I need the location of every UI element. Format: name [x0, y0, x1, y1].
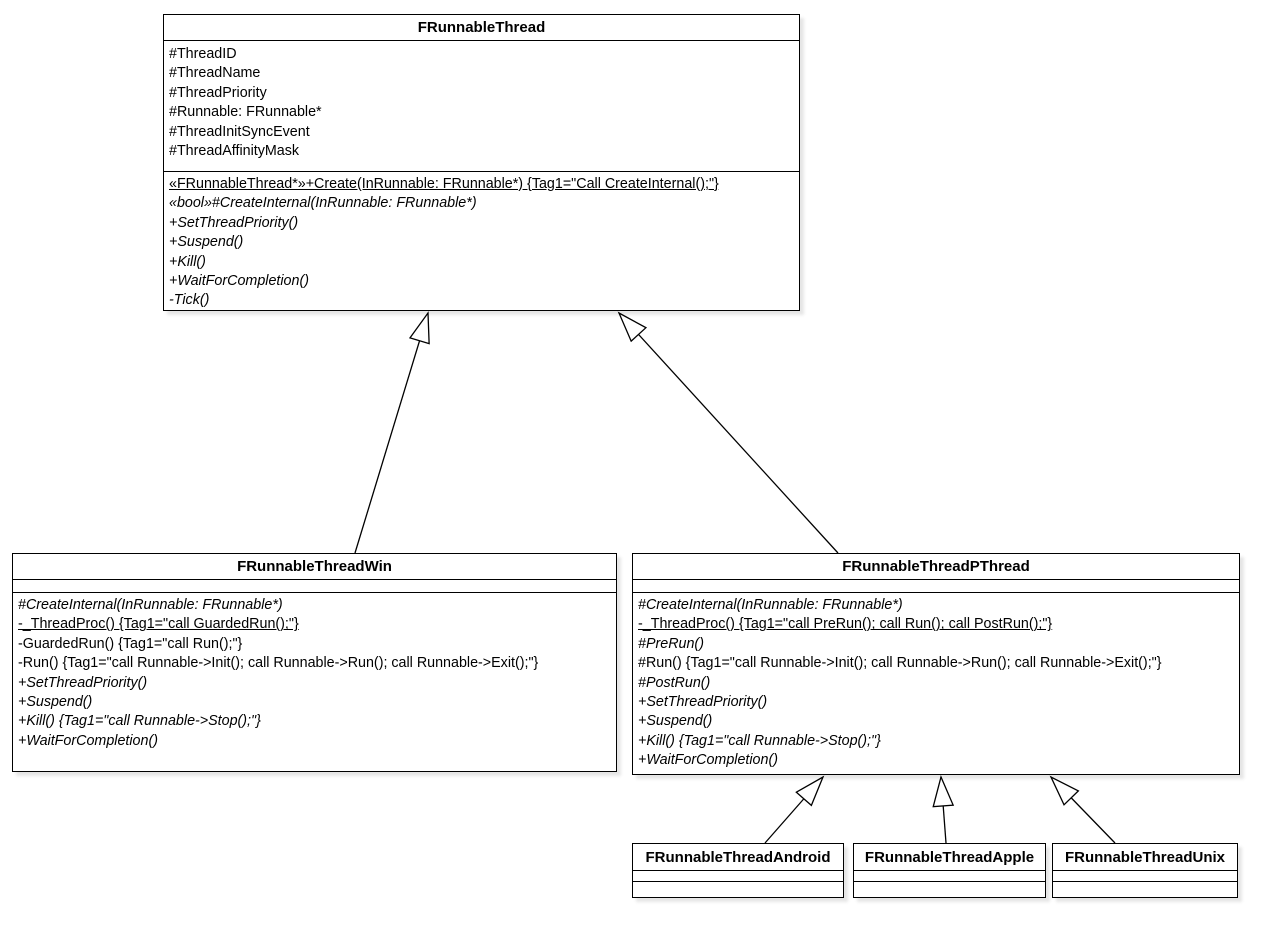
- uml-method-line: -_ThreadProc() {Tag1="call GuardedRun();…: [18, 616, 299, 633]
- class-attributes-section: [1053, 871, 1237, 882]
- uml-method-line: +Suspend(): [18, 694, 93, 711]
- class-attributes-section: [633, 580, 1239, 593]
- uml-method-line: +Kill() {Tag1="call Runnable->Stop();"}: [638, 732, 881, 749]
- uml-method-line: +Kill(): [169, 253, 206, 270]
- class-box-frunnablethread[interactable]: FRunnableThread #ThreadID #ThreadName #T…: [163, 14, 800, 311]
- uml-method-line: #CreateInternal(InRunnable: FRunnable*): [638, 597, 903, 613]
- uml-method-line: +SetThreadPriority(): [18, 674, 148, 691]
- uml-method-line: «bool»#CreateInternal(InRunnable: FRunna…: [169, 195, 477, 212]
- class-title: FRunnableThreadUnix: [1053, 844, 1237, 871]
- uml-attribute-line: #ThreadID: [169, 46, 237, 62]
- uml-method-line: -_ThreadProc() {Tag1="call PreRun(); cal…: [638, 616, 1053, 633]
- class-title: FRunnableThreadPThread: [633, 554, 1239, 580]
- class-attributes-section: [854, 871, 1045, 882]
- uml-attribute-line: #ThreadInitSyncEvent: [169, 123, 310, 140]
- class-methods-section: [854, 882, 1045, 897]
- class-box-frunnablethreadpthread[interactable]: FRunnableThreadPThread #CreateInternal(I…: [632, 553, 1240, 775]
- class-attributes-section: [13, 580, 616, 593]
- class-methods-section: [633, 882, 843, 897]
- class-box-frunnablethreadunix[interactable]: FRunnableThreadUnix: [1052, 843, 1238, 898]
- uml-method-line: «FRunnableThread*»+Create(InRunnable: FR…: [169, 176, 719, 192]
- uml-attribute-line: #Runnable: FRunnable*: [169, 104, 322, 121]
- uml-method-line: #Run() {Tag1="call Runnable->Init(); cal…: [638, 655, 1162, 672]
- class-box-frunnablethreadwin[interactable]: FRunnableThreadWin #CreateInternal(InRun…: [12, 553, 617, 772]
- generalization-arrow-unix-to-pthread: [1049, 775, 1116, 844]
- uml-method-line: +Suspend(): [638, 713, 713, 730]
- class-box-frunnablethreadandroid[interactable]: FRunnableThreadAndroid: [632, 843, 844, 898]
- class-title: FRunnableThreadWin: [13, 554, 616, 580]
- class-methods-section: #CreateInternal(InRunnable: FRunnable*) …: [633, 593, 1239, 774]
- class-attributes-section: #ThreadID #ThreadName #ThreadPriority #R…: [164, 41, 799, 172]
- class-title: FRunnableThreadAndroid: [633, 844, 843, 871]
- uml-attribute-line: #ThreadAffinityMask: [169, 143, 300, 160]
- uml-method-line: +WaitForCompletion(): [169, 273, 309, 290]
- uml-method-line: -Run() {Tag1="call Runnable->Init(); cal…: [18, 655, 539, 672]
- uml-method-line: #CreateInternal(InRunnable: FRunnable*): [18, 597, 283, 613]
- uml-method-line: -Tick(): [169, 292, 210, 309]
- uml-method-line: -GuardedRun() {Tag1="call Run();"}: [18, 635, 243, 652]
- uml-method-line: #PreRun(): [638, 635, 704, 652]
- generalization-arrow-win-to-base: [354, 311, 430, 554]
- uml-method-line: #PostRun(): [638, 674, 711, 691]
- class-methods-section: #CreateInternal(InRunnable: FRunnable*) …: [13, 593, 616, 771]
- uml-attribute-line: #ThreadName: [169, 65, 261, 82]
- generalization-arrow-pthread-to-base: [617, 311, 839, 554]
- generalization-arrow-android-to-pthread: [764, 775, 825, 844]
- generalization-arrow-apple-to-pthread: [932, 775, 955, 844]
- uml-attribute-line: #ThreadPriority: [169, 84, 267, 101]
- uml-method-line: +WaitForCompletion(): [638, 752, 778, 769]
- uml-method-line: +Kill() {Tag1="call Runnable->Stop();"}: [18, 713, 261, 730]
- class-title: FRunnableThreadApple: [854, 844, 1045, 871]
- uml-method-line: +Suspend(): [169, 234, 244, 251]
- uml-method-line: +SetThreadPriority(): [638, 694, 768, 711]
- uml-method-line: +SetThreadPriority(): [169, 214, 299, 231]
- uml-method-line: +WaitForCompletion(): [18, 732, 158, 749]
- class-methods-section: «FRunnableThread*»+Create(InRunnable: FR…: [164, 172, 799, 310]
- class-attributes-section: [633, 871, 843, 882]
- class-title: FRunnableThread: [164, 15, 799, 41]
- class-methods-section: [1053, 882, 1237, 897]
- class-box-frunnablethreadapple[interactable]: FRunnableThreadApple: [853, 843, 1046, 898]
